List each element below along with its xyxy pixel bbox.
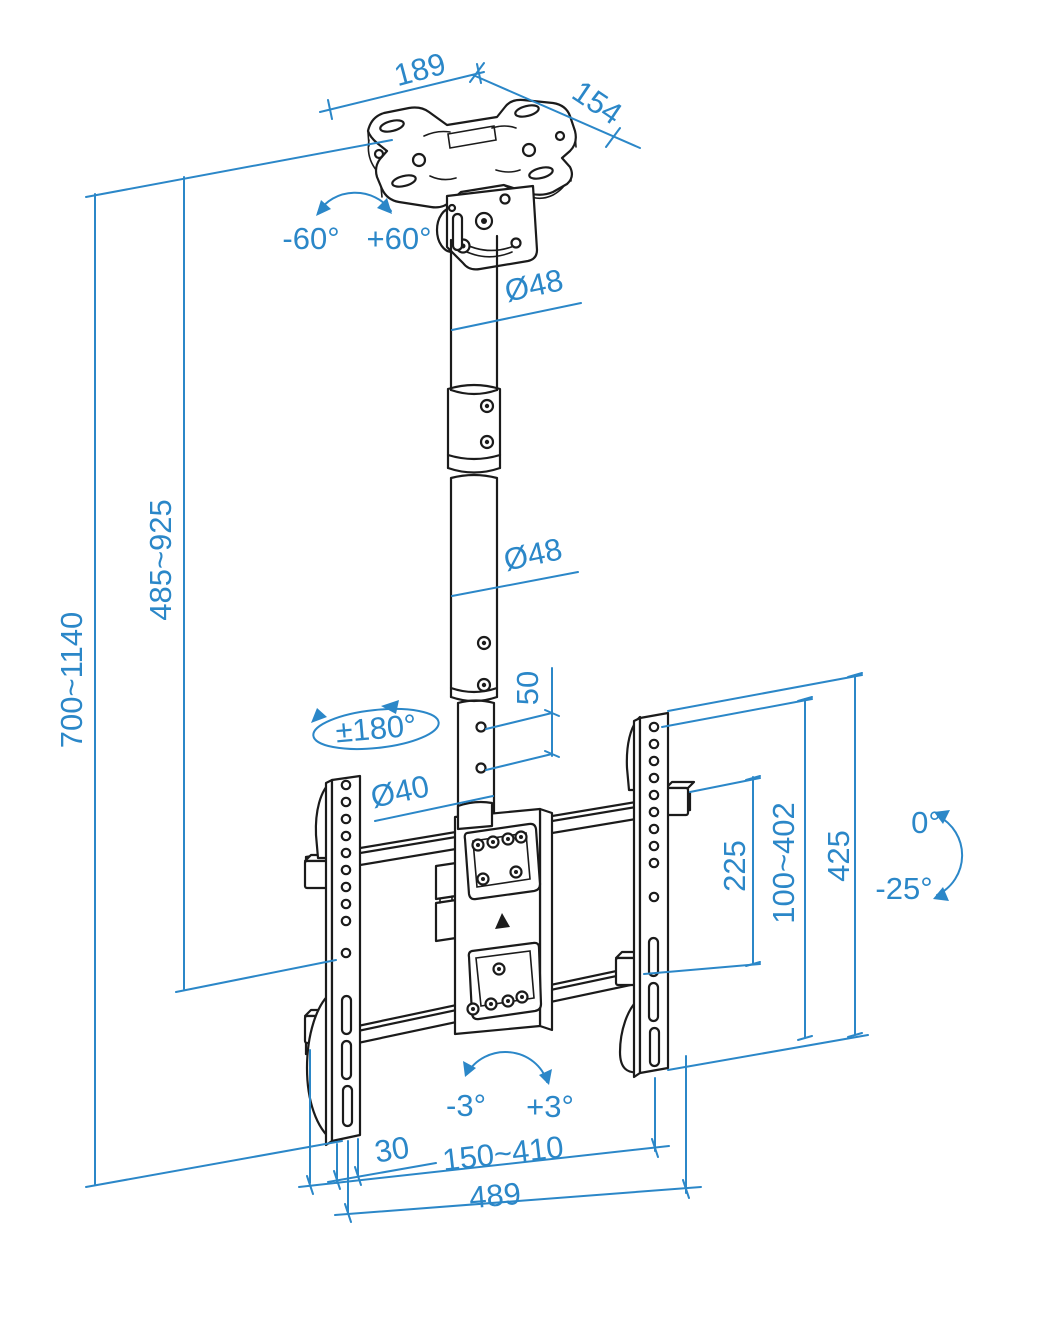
pole-collar [456,800,494,831]
dimension-lines [85,62,964,1223]
level-left-label: -3° [446,1088,486,1123]
vesa-height-label: 100~402 [766,802,801,924]
rail-gap-dim [643,775,761,975]
upper-diameter-label: Ø48 [502,262,567,308]
tv-width-label: 150~410 [441,1129,566,1178]
ceiling-reference-line [85,139,393,198]
bottom-extension-lines [309,1049,687,1214]
plate-width-dim [319,63,485,120]
plate-width-label: 189 [390,46,449,93]
ceiling-tilt-right-label: +60° [367,221,432,256]
hole-spacing-label: 50 [510,671,545,705]
left-tv-rail [324,774,362,1147]
vesa-height-dim [661,696,813,1041]
pole-coupler [446,383,502,474]
pole-upper-tube [449,212,499,396]
bracket-width-dim [334,1179,702,1223]
right-tv-rail [632,711,670,1079]
ceiling-plate-slots [373,104,566,188]
hole-spacing-dim [485,667,560,771]
rail-depth-label: 30 [372,1130,412,1170]
tv-width-dim [298,1138,670,1195]
orientation-arrow-mark [495,913,510,929]
screen-tilt-up-label: 0° [911,805,941,840]
pole-height-label: 485~925 [143,499,178,621]
upper-diameter-leader [451,302,582,331]
middle-diameter-label: Ø48 [501,531,566,577]
bracket-height-label: 425 [821,830,856,882]
level-right-label: +3° [526,1089,574,1124]
ceiling-tilt-arc [316,191,392,216]
lower-diameter-leader [374,795,494,822]
bracket-height-dim [667,672,869,1071]
vesa-plate [453,800,554,1036]
pole-clamp [434,861,458,943]
ceiling-plate [366,98,577,209]
plate-depth-label: 154 [566,74,628,132]
screen-tilt-arc [933,810,964,901]
swivel-rotation-arc [311,700,440,751]
right-rail-holes [647,721,661,1068]
rail-depth-dim [327,1162,437,1190]
level-adjust-arc [463,1051,552,1085]
vesa-upper-recess [463,822,542,901]
middle-diameter-leader [451,571,579,597]
left-rail-holes [340,779,354,1128]
rail-gap-label: 225 [717,840,752,892]
plate-depth-dim [469,62,641,149]
ceiling-tilt-left-label: -60° [282,221,339,256]
vesa-lower-recess [466,941,543,1021]
overall-height-label: 700~1140 [54,612,89,749]
swivel-label: ±180° [334,708,418,750]
bracket-width-label: 489 [468,1176,523,1215]
lower-diameter-label: Ø40 [368,768,433,814]
screen-tilt-down-label: -25° [875,871,932,906]
